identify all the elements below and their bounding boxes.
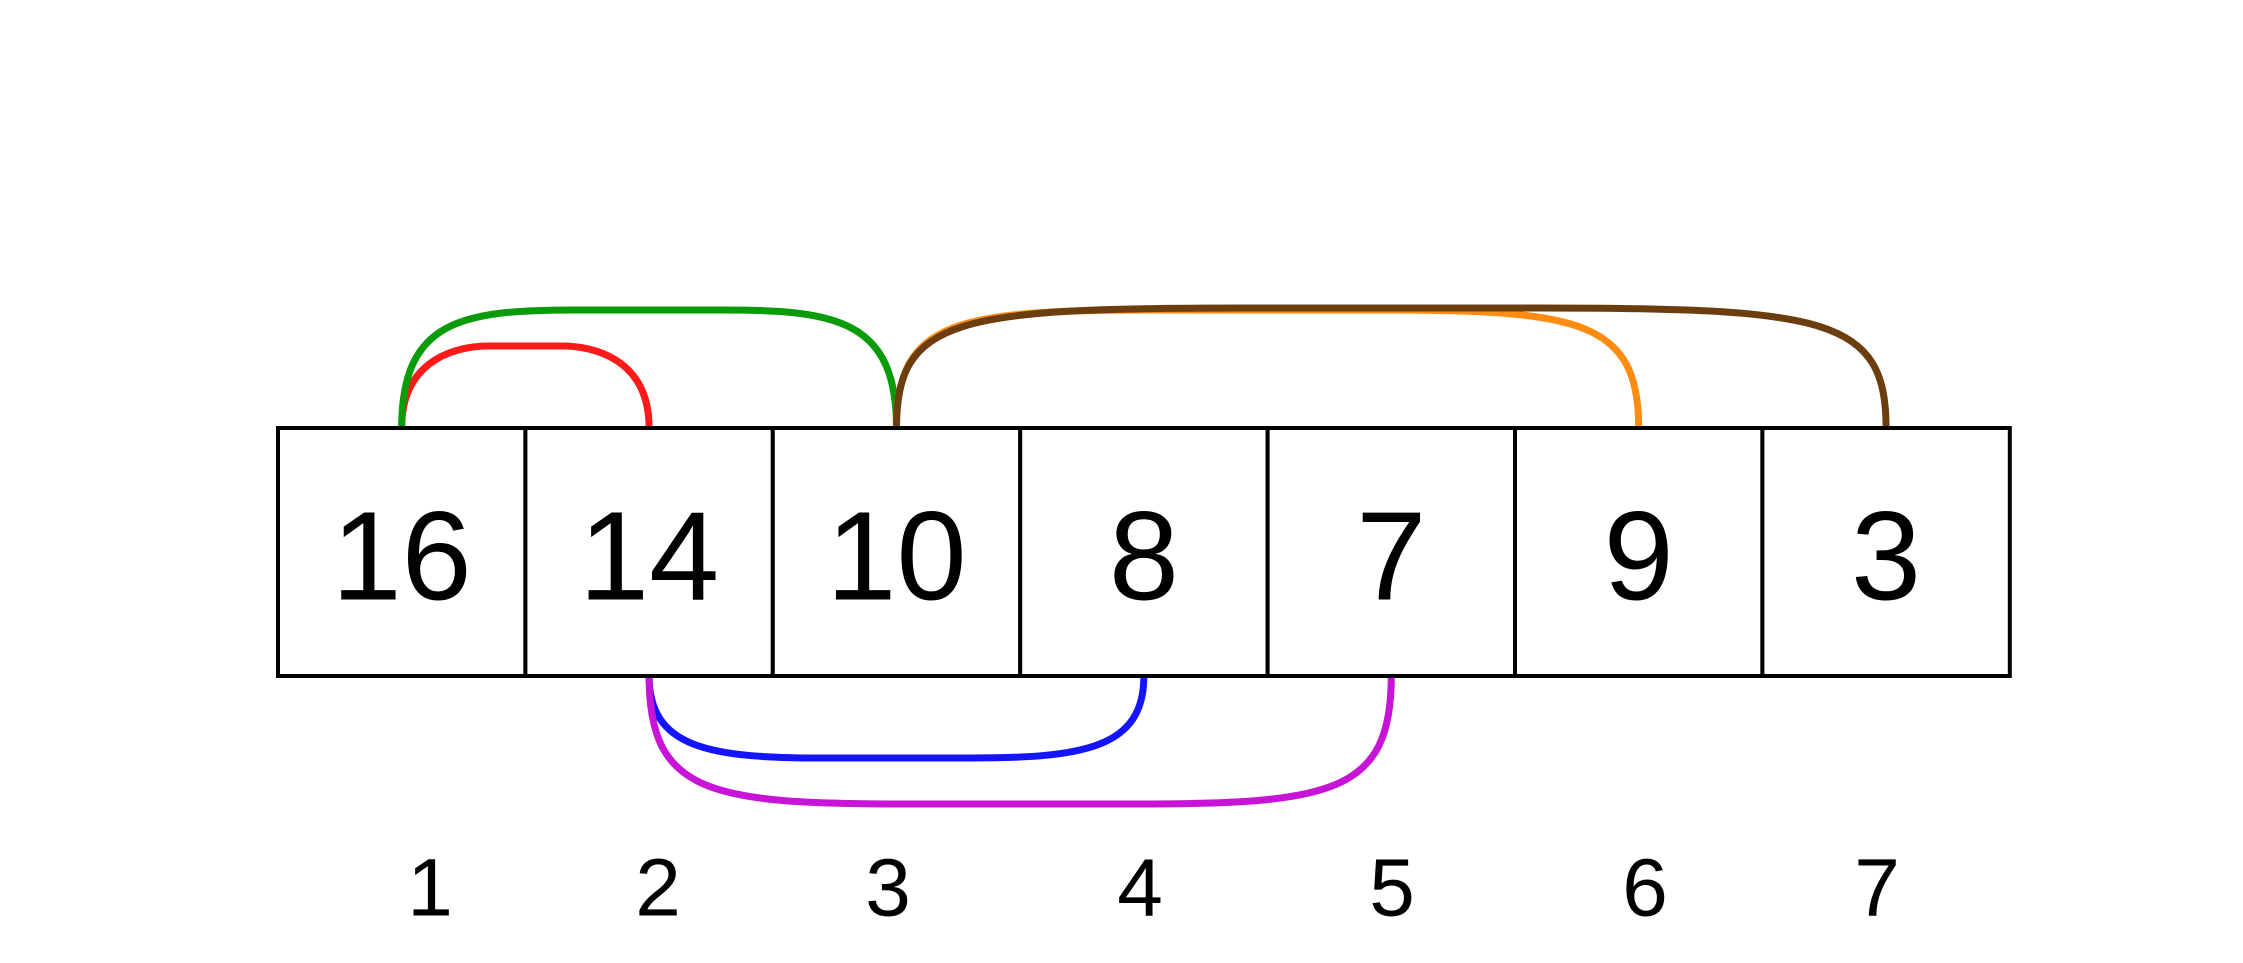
cell-value: 8 bbox=[1109, 486, 1179, 627]
cell-box bbox=[1018, 426, 1270, 678]
cell-value: 9 bbox=[1604, 486, 1674, 627]
array-cell: 16 bbox=[276, 426, 528, 678]
index-label: 6 bbox=[1622, 843, 1668, 934]
array-cell: 7 bbox=[1265, 426, 1517, 678]
cell-value: 10 bbox=[826, 486, 966, 627]
link-16-to-14 bbox=[398, 342, 653, 432]
cell-box bbox=[1513, 426, 1765, 678]
array-cell: 10 bbox=[770, 426, 1023, 678]
link-16-to-10 bbox=[398, 306, 900, 432]
index-label: 2 bbox=[635, 843, 681, 934]
index-labels: 1 2 3 4 5 6 7 bbox=[407, 843, 1900, 934]
cell-value: 3 bbox=[1851, 486, 1921, 627]
cell-value: 7 bbox=[1356, 486, 1426, 627]
index-label: 4 bbox=[1117, 843, 1163, 934]
index-label: 5 bbox=[1369, 843, 1415, 934]
index-label: 3 bbox=[865, 843, 911, 934]
index-label: 1 bbox=[407, 843, 453, 934]
array-cell: 3 bbox=[1760, 426, 2012, 678]
cell-value: 14 bbox=[579, 486, 719, 627]
array-cell: 8 bbox=[1018, 426, 1270, 678]
link-14-to-8 bbox=[645, 672, 1148, 762]
link-14-to-7 bbox=[645, 672, 1395, 808]
array-cell: 9 bbox=[1513, 426, 1765, 678]
link-10-to-9 bbox=[893, 306, 1643, 432]
index-label: 7 bbox=[1854, 843, 1900, 934]
cell-box bbox=[1760, 426, 2012, 678]
parent-child-links bbox=[398, 304, 1890, 808]
array-cells: 16 14 10 8 7 9 3 bbox=[276, 426, 2012, 678]
cell-box bbox=[1265, 426, 1517, 678]
cell-value: 16 bbox=[332, 486, 472, 627]
link-10-to-3 bbox=[893, 304, 1890, 432]
cell-box bbox=[276, 426, 528, 678]
array-cell: 14 bbox=[523, 426, 775, 678]
